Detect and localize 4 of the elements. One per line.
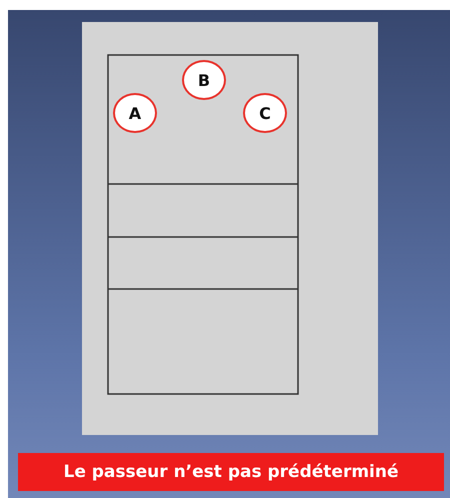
player-letter: A: [128, 104, 142, 122]
player-letter: B: [198, 70, 210, 90]
caption-text: Le passeur n’est pas prédéterminé: [63, 462, 399, 482]
player-letter: C: [259, 104, 271, 122]
